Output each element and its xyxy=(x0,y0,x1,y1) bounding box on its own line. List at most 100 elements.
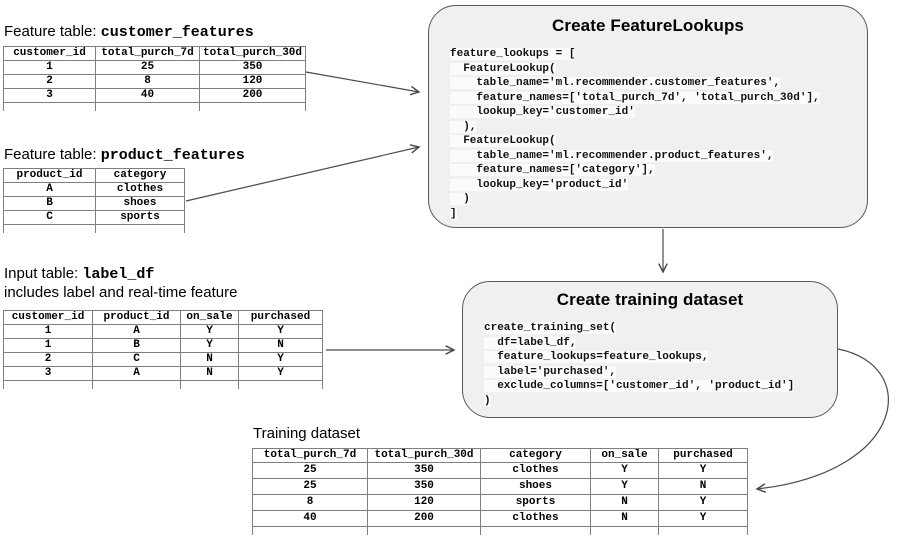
customer-features-heading: Feature table: customer_features xyxy=(4,23,254,42)
table-cell: A xyxy=(3,182,96,197)
column-header: purchased xyxy=(238,310,323,325)
table-cell xyxy=(95,224,185,233)
code-line: df=label_df, xyxy=(484,336,577,349)
table-cell: Y xyxy=(658,494,748,511)
code-line: label='purchased', xyxy=(484,365,617,378)
table-cell: N xyxy=(180,366,239,381)
code-line: feature_lookups=feature_lookups, xyxy=(484,351,709,363)
table-cell: clothes xyxy=(95,182,185,197)
column-header: total_purch_7d xyxy=(95,46,200,61)
code-line: ) xyxy=(484,394,491,407)
table-cell: 25 xyxy=(252,462,368,479)
table-cell: clothes xyxy=(480,510,591,527)
table-cell xyxy=(480,526,591,535)
table-cell: A xyxy=(92,366,181,381)
table-cell: 2 xyxy=(3,352,93,367)
table-cell: Y xyxy=(238,324,323,339)
table-cell: shoes xyxy=(95,196,185,211)
table-cell: 3 xyxy=(3,88,96,103)
heading-prefix: Feature table: xyxy=(4,146,101,163)
column-header: total_purch_7d xyxy=(252,448,368,463)
code-line: exclude_columns=['customer_id', 'product… xyxy=(484,380,795,392)
column-header: total_purch_30d xyxy=(199,46,306,61)
arrow-customer-to-lookups xyxy=(305,71,419,92)
table-cell xyxy=(252,526,368,535)
code-line: ), xyxy=(450,120,477,133)
table-cell: 200 xyxy=(199,88,306,103)
table-cell: 120 xyxy=(367,494,481,511)
table-cell: Y xyxy=(590,462,659,479)
table-cell: N xyxy=(590,494,659,511)
product-features-heading: Feature table: product_features xyxy=(4,146,245,165)
table-cell: 350 xyxy=(367,462,481,479)
clipped-next-row xyxy=(3,224,185,233)
arrow-product-to-lookups xyxy=(185,147,419,202)
table-cell: A xyxy=(92,324,181,339)
table-cell: 3 xyxy=(3,366,93,381)
create-training-dataset-title: Create training dataset xyxy=(556,290,744,309)
table-cell xyxy=(3,380,93,389)
heading-table-name: product_features xyxy=(100,147,245,164)
column-header: total_purch_30d xyxy=(367,448,481,463)
table-cell xyxy=(367,526,481,535)
code-line: ] xyxy=(450,207,457,220)
table-cell: 120 xyxy=(199,74,306,89)
table-cell: Y xyxy=(180,324,239,339)
code-line: FeatureLookup( xyxy=(450,62,556,75)
training-dataset-heading: Training dataset xyxy=(253,425,361,442)
table-cell: Y xyxy=(590,478,659,495)
column-header: on_sale xyxy=(590,448,659,463)
column-header: category xyxy=(480,448,591,463)
table-cell: 200 xyxy=(367,510,481,527)
table-cell: 2 xyxy=(3,74,96,89)
training-set-code-block: create_training_set( df=label_df, featur… xyxy=(484,321,795,408)
label-df-heading-line1: Input table: label_df xyxy=(4,265,237,284)
table-cell: C xyxy=(92,352,181,367)
code-line: lookup_key='product_id' xyxy=(450,178,629,191)
table-cell: N xyxy=(590,510,659,527)
table-cell xyxy=(199,102,306,111)
table-cell xyxy=(95,102,200,111)
table-cell: B xyxy=(92,338,181,353)
heading-table-name: label_df xyxy=(82,266,155,283)
column-header: product_id xyxy=(92,310,181,325)
code-line: table_name='ml.recommender.customer_feat… xyxy=(450,77,781,89)
arrow-box-to-training-dataset xyxy=(757,348,889,489)
table-cell: N xyxy=(658,478,748,495)
table-cell: 40 xyxy=(95,88,200,103)
table-cell: 350 xyxy=(367,478,481,495)
table-cell: 1 xyxy=(3,324,93,339)
label-df-subheading: includes label and real-time feature xyxy=(4,284,238,301)
table-cell xyxy=(3,224,96,233)
column-header: customer_id xyxy=(3,46,96,61)
table-cell: 8 xyxy=(252,494,368,511)
table-cell: B xyxy=(3,196,96,211)
column-header: category xyxy=(95,168,185,183)
table-cell xyxy=(658,526,748,535)
table-cell xyxy=(238,380,323,389)
code-line: lookup_key='customer_id' xyxy=(450,106,635,118)
clipped-next-row xyxy=(3,102,306,111)
table-cell xyxy=(3,102,96,111)
code-line: feature_names=['category'], xyxy=(450,164,655,176)
table-cell: Y xyxy=(658,462,748,479)
table-cell: clothes xyxy=(480,462,591,479)
column-header: customer_id xyxy=(3,310,93,325)
table-cell: 8 xyxy=(95,74,200,89)
